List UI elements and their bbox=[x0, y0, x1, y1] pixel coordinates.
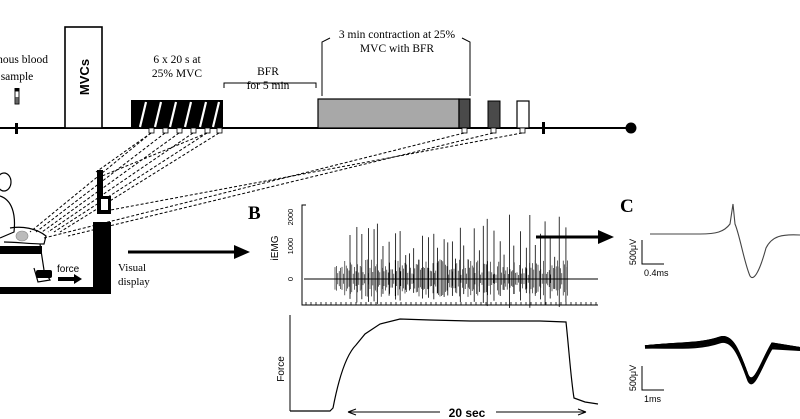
panel-b-letter: B bbox=[248, 203, 261, 224]
ankle-cuff bbox=[36, 270, 52, 278]
contraction-label-line2: MVC with BFR bbox=[360, 43, 434, 55]
bfr-label-line2: for 5 min bbox=[247, 80, 290, 92]
iemg-axes bbox=[301, 204, 598, 306]
panel-b: B iEMG 2000 1000 0 Force 20 sec bbox=[248, 203, 614, 419]
force-label: force bbox=[57, 264, 80, 275]
post-contraction-block-white bbox=[516, 100, 530, 129]
iemg-axis-label: iEMG bbox=[270, 235, 281, 260]
display-label-line1: Visual bbox=[118, 262, 146, 274]
force-arrow bbox=[58, 274, 82, 284]
series-label-line1: 6 x 20 s at bbox=[153, 54, 201, 66]
motor-unit-template-trace bbox=[650, 203, 800, 278]
mvc-box bbox=[64, 26, 103, 129]
motor-unit-overlay-traces bbox=[644, 336, 800, 385]
scale-bottom-time: 1ms bbox=[644, 394, 662, 404]
iemg-tick-2000: 2000 bbox=[286, 209, 295, 226]
motor-unit-overlay-trace bbox=[644, 336, 800, 379]
subject-setup-illustration: force Visual display bbox=[0, 170, 250, 294]
electrode-site bbox=[15, 230, 29, 242]
display-tower bbox=[93, 222, 111, 294]
iemg-spike-trace bbox=[349, 214, 567, 308]
iemg-noise-trace bbox=[334, 259, 568, 297]
series-label-line2: 25% MVC bbox=[152, 68, 202, 80]
iemg-ticks bbox=[305, 302, 597, 305]
motor-unit-overlay-trace bbox=[644, 338, 800, 381]
post-contraction-block-dark bbox=[487, 100, 501, 129]
contraction-label-line1: 3 min contraction at 25% bbox=[339, 29, 456, 41]
protocol-timeline: enous blood sample MVCs 6 x 20 s at 25% … bbox=[0, 26, 637, 134]
force-trace bbox=[290, 318, 599, 412]
seated-subject-icon bbox=[0, 172, 51, 283]
end-marker bbox=[542, 122, 545, 134]
scale-bar-bottom bbox=[641, 366, 664, 391]
base-platform bbox=[0, 287, 110, 294]
scale-bottom-voltage: 500μV bbox=[628, 365, 638, 391]
panel-c-letter: C bbox=[620, 196, 634, 217]
contraction-bracket-left bbox=[321, 37, 331, 96]
iemg-tick-1000: 1000 bbox=[286, 238, 295, 255]
blood-sample-marker bbox=[15, 123, 18, 134]
scale-top-time: 0.4ms bbox=[644, 268, 669, 278]
mvc-box-label: MVCs bbox=[77, 59, 92, 95]
scale-bar-top bbox=[641, 240, 664, 265]
panel-c: C 500μV 0.4ms 500μV 1ms bbox=[620, 196, 800, 404]
blood-tube-icon bbox=[14, 88, 20, 105]
scale-top-voltage: 500μV bbox=[628, 239, 638, 265]
bfr-bracket bbox=[223, 82, 317, 88]
contraction-bracket-right bbox=[461, 37, 471, 96]
blood-sample-label-line2: sample bbox=[1, 71, 34, 83]
display-label-line2: display bbox=[118, 276, 150, 288]
chair bbox=[0, 246, 42, 254]
connector-lines bbox=[29, 132, 523, 239]
bfr-contraction-end-block bbox=[458, 98, 471, 129]
duration-label: 20 sec bbox=[449, 406, 486, 419]
blood-sample-label-line1: enous blood bbox=[0, 54, 48, 66]
monitor-stand bbox=[97, 170, 103, 196]
force-axis-label: Force bbox=[276, 356, 287, 382]
bfr-contraction-block bbox=[317, 98, 460, 129]
iemg-tick-0: 0 bbox=[286, 277, 295, 281]
motor-unit-overlay-trace bbox=[644, 336, 800, 379]
bfr-label-line1: BFR bbox=[257, 66, 279, 78]
contraction-series-blocks bbox=[131, 100, 223, 134]
timeline-end-dot bbox=[625, 122, 637, 134]
motor-unit-overlay-trace bbox=[644, 336, 800, 379]
